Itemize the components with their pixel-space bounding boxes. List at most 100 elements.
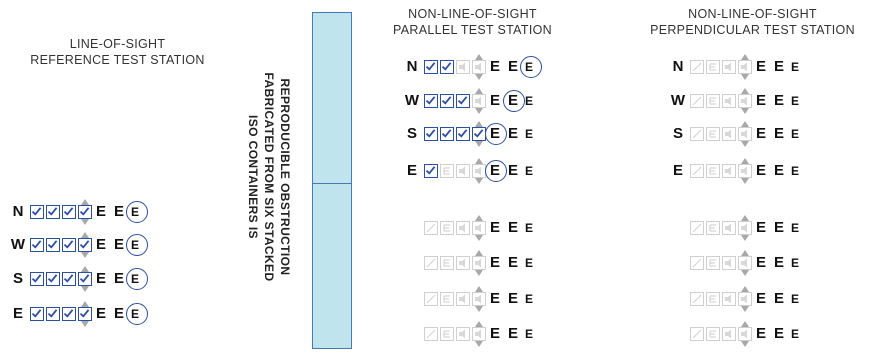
inactive-block-icon (424, 221, 438, 235)
inactive-block-icon (706, 164, 720, 178)
e-marker: E (791, 292, 800, 306)
e-marker: E (508, 325, 519, 342)
inactive-block-icon (690, 60, 704, 74)
up-down-arrow-icon (80, 299, 90, 329)
obstruction-label: REPRODUCIBLE OBSTRUCTION FABRICATED FROM… (240, 27, 300, 327)
inactive-block-icon (440, 256, 454, 270)
e-marker: E (774, 254, 785, 271)
e-marker: E (508, 162, 519, 179)
check-icon (30, 205, 44, 219)
check-icon (78, 272, 92, 286)
up-down-arrow-icon (474, 119, 484, 149)
e-marker: E (756, 162, 767, 179)
inactive-block-icon (472, 327, 486, 341)
inactive-block-icon (472, 94, 486, 108)
inactive-block-icon (738, 327, 752, 341)
obstruction-label-line-2: FABRICATED FROM SIX STACKED (262, 72, 276, 282)
e-marker: E (756, 58, 767, 75)
up-down-arrow-icon (740, 248, 750, 278)
up-down-arrow-icon (474, 284, 484, 314)
up-down-arrow-icon (80, 197, 90, 227)
circled-marker-icon (126, 303, 148, 325)
e-marker: E (114, 203, 125, 220)
check-icon (456, 127, 470, 141)
inactive-block-icon (706, 127, 720, 141)
e-marker: E (791, 327, 800, 341)
e-marker: E (791, 127, 800, 141)
e-marker: E (756, 290, 767, 307)
inactive-block-icon (706, 327, 720, 341)
check-icon (46, 272, 60, 286)
e-marker: E (508, 219, 519, 236)
circled-marker-icon (126, 201, 148, 223)
e-marker: E (791, 60, 800, 74)
inactive-block-icon (722, 256, 736, 270)
inactive-block-icon (424, 292, 438, 306)
check-icon (440, 94, 454, 108)
inactive-block-icon (690, 164, 704, 178)
inactive-block-icon (738, 127, 752, 141)
check-icon (30, 307, 44, 321)
check-icon (46, 238, 60, 252)
check-icon (456, 94, 470, 108)
up-down-arrow-icon (80, 264, 90, 294)
inactive-block-icon (690, 127, 704, 141)
inactive-block-icon (424, 327, 438, 341)
inactive-block-icon (738, 164, 752, 178)
row-direction-label: S (672, 125, 683, 142)
inactive-block-icon (440, 327, 454, 341)
up-down-arrow-icon (740, 52, 750, 82)
inactive-block-icon (440, 221, 454, 235)
inactive-block-icon (472, 60, 486, 74)
inactive-block-icon (456, 327, 470, 341)
up-down-arrow-icon (740, 86, 750, 116)
e-marker: E (508, 290, 519, 307)
e-marker: E (774, 162, 785, 179)
row-direction-label: W (404, 92, 420, 109)
e-marker: E (525, 256, 534, 270)
obstruction-label-line-1: REPRODUCIBLE OBSTRUCTION (278, 78, 292, 276)
obstruction-label-line-3: ISO CONTAINERS IS (246, 115, 260, 239)
inactive-block-icon (738, 292, 752, 306)
row-direction-label: N (672, 58, 684, 75)
e-marker: E (490, 254, 501, 271)
e-marker: E (774, 125, 785, 142)
row-direction-label: N (406, 58, 418, 75)
e-marker: E (508, 58, 519, 75)
parallel-title-line-1: NON-LINE-OF-SIGHT (408, 7, 537, 21)
inactive-block-icon (706, 94, 720, 108)
check-icon (78, 205, 92, 219)
row-direction-label: N (12, 203, 24, 220)
inactive-block-icon (706, 292, 720, 306)
up-down-arrow-icon (474, 86, 484, 116)
iso-container-bottom (312, 183, 352, 349)
perpendicular-station-title: NON-LINE-OF-SIGHT PERPENDICULAR TEST STA… (630, 6, 870, 38)
circled-marker-icon (126, 268, 148, 290)
los-title-line-2: REFERENCE TEST STATION (30, 53, 205, 67)
inactive-block-icon (722, 127, 736, 141)
inactive-block-icon (456, 164, 470, 178)
circled-marker-icon (126, 234, 148, 256)
e-marker: E (756, 254, 767, 271)
e-marker: E (525, 221, 534, 235)
up-down-arrow-icon (740, 319, 750, 349)
e-marker: E (490, 219, 501, 236)
inactive-block-icon (456, 292, 470, 306)
row-direction-label: E (672, 162, 683, 179)
parallel-title-line-2: PARALLEL TEST STATION (393, 23, 552, 37)
check-icon (30, 272, 44, 286)
e-marker: E (490, 92, 501, 109)
inactive-block-icon (690, 94, 704, 108)
check-icon (62, 238, 76, 252)
inactive-block-icon (690, 292, 704, 306)
